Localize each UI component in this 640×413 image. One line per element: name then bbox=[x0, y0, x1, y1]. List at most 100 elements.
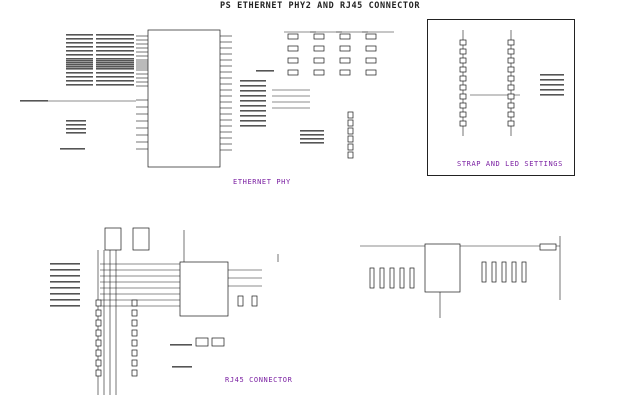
output-capacitor bbox=[501, 261, 507, 283]
resistor bbox=[347, 151, 354, 159]
regulator-chip bbox=[424, 243, 461, 293]
net-label-strap bbox=[540, 74, 564, 76]
resistor bbox=[347, 143, 354, 151]
termination-resistor bbox=[95, 369, 102, 377]
net-label-strap bbox=[540, 79, 564, 81]
net-label-led bbox=[66, 132, 86, 134]
net-label-left bbox=[66, 34, 93, 36]
pin-name-left bbox=[96, 68, 134, 70]
net-label-right bbox=[240, 80, 266, 82]
net-label-led bbox=[66, 124, 86, 126]
capacitor bbox=[339, 45, 351, 52]
capacitor bbox=[313, 45, 325, 52]
output-capacitor bbox=[491, 261, 497, 283]
pin-name-left bbox=[96, 34, 134, 36]
net-label-right bbox=[256, 70, 274, 72]
termination-resistor bbox=[131, 339, 138, 347]
net-label-right bbox=[240, 95, 266, 97]
net-label-mdio bbox=[300, 130, 324, 132]
pin-name-left bbox=[96, 38, 134, 40]
net-label-reset bbox=[20, 100, 48, 102]
pin-name-left bbox=[96, 72, 134, 74]
inductor bbox=[539, 243, 557, 251]
net-label-left bbox=[66, 66, 93, 68]
termination-resistor bbox=[131, 349, 138, 357]
net-label-left bbox=[66, 54, 93, 56]
net-label-left bbox=[66, 80, 93, 82]
strap-resistor bbox=[459, 93, 467, 100]
strap-resistor bbox=[507, 48, 515, 55]
pin-name-left bbox=[96, 84, 134, 86]
net-label-strap bbox=[540, 94, 564, 96]
termination-resistor bbox=[95, 359, 102, 367]
pin-name-left bbox=[96, 62, 134, 64]
capacitor bbox=[365, 45, 377, 52]
rj45-connector-label: RJ45 CONNECTOR bbox=[225, 376, 293, 384]
input-capacitor bbox=[379, 267, 385, 289]
net-label-led-rj45 bbox=[172, 366, 192, 368]
rj45-jack bbox=[179, 261, 229, 317]
net-label-left bbox=[66, 58, 93, 60]
pin-name-left bbox=[96, 42, 134, 44]
capacitor bbox=[287, 33, 299, 40]
strap-led-settings-label: STRAP AND LED SETTINGS bbox=[457, 160, 563, 168]
pin-name-left bbox=[96, 54, 134, 56]
termination-resistor bbox=[95, 339, 102, 347]
bob-resistor bbox=[237, 295, 244, 307]
termination-resistor bbox=[131, 329, 138, 337]
strap-resistor bbox=[507, 84, 515, 91]
resistor bbox=[347, 127, 354, 135]
capacitor bbox=[313, 69, 325, 76]
strap-resistor bbox=[459, 120, 467, 127]
capacitor bbox=[365, 33, 377, 40]
termination-resistor bbox=[95, 309, 102, 317]
capacitor bbox=[339, 57, 351, 64]
input-capacitor bbox=[409, 267, 415, 289]
resistor bbox=[347, 119, 354, 127]
strap-resistor bbox=[459, 84, 467, 91]
bob-resistor bbox=[251, 295, 258, 307]
input-capacitor bbox=[369, 267, 375, 289]
pin-name-left bbox=[96, 80, 134, 82]
net-label-left bbox=[66, 64, 93, 66]
termination-resistor bbox=[131, 369, 138, 377]
resistor bbox=[347, 135, 354, 143]
termination-resistor bbox=[95, 329, 102, 337]
net-label-strap bbox=[540, 84, 564, 86]
led-diode bbox=[195, 337, 209, 347]
strap-resistor bbox=[459, 48, 467, 55]
pin-name-left bbox=[96, 58, 134, 60]
net-label-left bbox=[66, 84, 93, 86]
pin-name-left bbox=[96, 66, 134, 68]
net-label-rj45 bbox=[50, 263, 80, 265]
capacitor bbox=[339, 33, 351, 40]
strap-resistor bbox=[507, 111, 515, 118]
net-label-left bbox=[66, 38, 93, 40]
net-label-rj45 bbox=[50, 269, 80, 271]
net-label-rj45 bbox=[50, 281, 80, 283]
output-capacitor bbox=[481, 261, 487, 283]
net-label-right bbox=[240, 120, 266, 122]
net-label-left bbox=[66, 72, 93, 74]
capacitor bbox=[313, 33, 325, 40]
pin-name-left bbox=[96, 64, 134, 66]
pin-name-left bbox=[96, 60, 134, 62]
net-label-led-rj45 bbox=[170, 344, 192, 346]
output-capacitor bbox=[521, 261, 527, 283]
net-label-right bbox=[240, 90, 266, 92]
pin-name-left bbox=[96, 46, 134, 48]
net-label-mdio bbox=[300, 134, 324, 136]
termination-resistor bbox=[131, 299, 138, 307]
net-label-rj45 bbox=[50, 275, 80, 277]
net-label-clk bbox=[60, 148, 85, 150]
net-label-mdio bbox=[300, 142, 324, 144]
net-label-rj45 bbox=[50, 287, 80, 289]
strap-resistor bbox=[507, 75, 515, 82]
strap-resistor bbox=[507, 120, 515, 127]
net-label-left bbox=[66, 42, 93, 44]
termination-resistor bbox=[131, 359, 138, 367]
strap-resistor bbox=[459, 75, 467, 82]
ethernet-phy-label: ETHERNET PHY bbox=[233, 178, 291, 186]
net-label-left bbox=[66, 46, 93, 48]
